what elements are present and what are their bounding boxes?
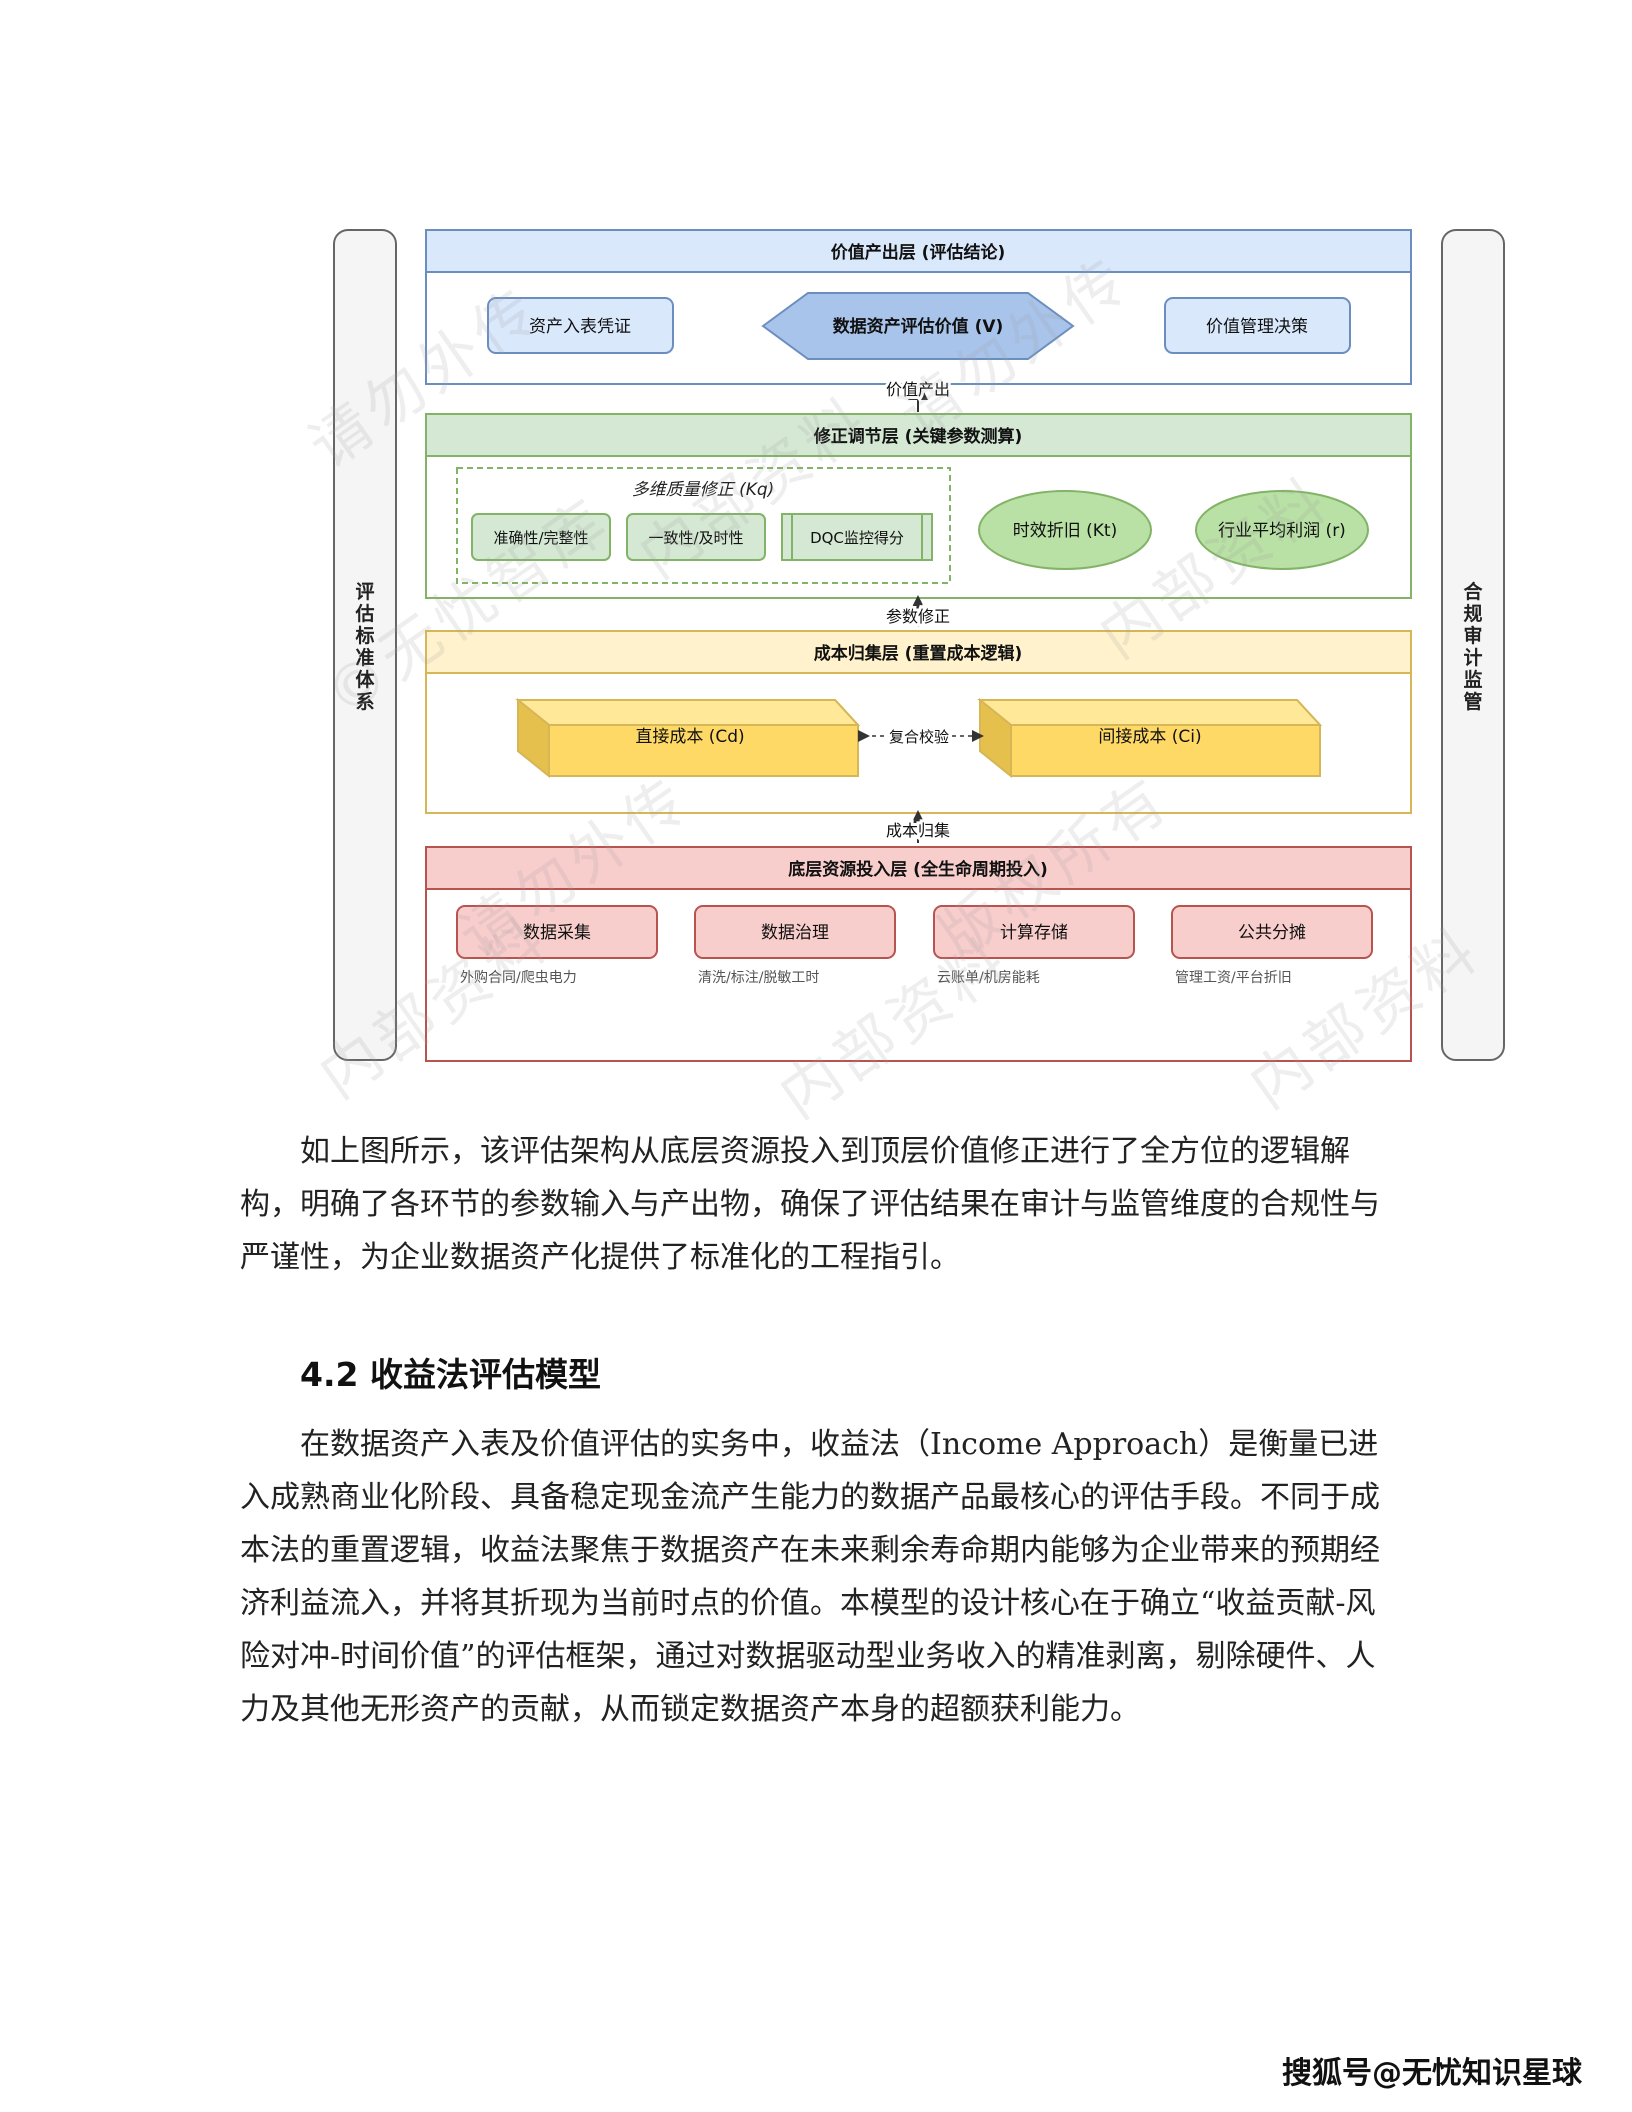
quality-correction-group-title: 多维质量修正 (Kq) — [632, 480, 775, 500]
consistency-timeliness-label: 一致性/及时性 — [648, 529, 743, 547]
shared-allocation-sub: 管理工资/平台折旧 — [1175, 970, 1292, 986]
compound-check-link: 复合校验 — [858, 725, 984, 749]
architecture-diagram: 评估标准体系 合规审计监管 价值产出层 (评估结论) 资产入表凭证 数据资产评估… — [333, 229, 1505, 1062]
arrow-parameter-correction: 参数修正 — [883, 595, 953, 629]
arrow-cost-collection-label: 成本归集 — [886, 821, 950, 840]
footer-source-label: 搜狐号@无忧知识星球 — [1282, 2056, 1582, 2091]
data-collection-label: 数据采集 — [523, 923, 591, 943]
section-heading: 4.2 收益法评估模型 — [300, 1355, 601, 1394]
right-side-bar-label-char: 审 — [1463, 624, 1482, 647]
indirect-cost-box: 间接成本 (Ci) — [977, 697, 1323, 779]
left-side-bar-label-char: 评 — [355, 581, 374, 603]
compound-check-label: 复合校验 — [889, 728, 949, 746]
value-management-decision-box — [1164, 297, 1351, 354]
correction-layer-title: 修正调节层 (关键参数测算) — [813, 426, 1022, 447]
arrow-cost-collection: 成本归集 — [883, 810, 953, 843]
value-layer-title: 价值产出层 (评估结论) — [831, 242, 1005, 263]
right-side-bar-label-char: 合 — [1463, 580, 1483, 603]
data-asset-value-label: 数据资产评估价值 (V) — [833, 316, 1004, 337]
cost-layer: 成本归集层 (重置成本逻辑) 直接成本 (Cd) 间接成本 (Ci) 复合校验 — [425, 630, 1412, 814]
shared-allocation-box — [1171, 905, 1373, 959]
industry-profit-ellipse — [1195, 490, 1369, 570]
data-governance-box — [694, 905, 896, 959]
time-depreciation-ellipse — [978, 490, 1152, 570]
asset-recognition-voucher-box — [487, 297, 674, 354]
industry-profit-label: 行业平均利润 (r) — [1218, 521, 1346, 541]
compute-storage-sub: 云账单/机房能耗 — [937, 970, 1040, 986]
body-paragraph-2: 在数据资产入表及价值评估的实务中，收益法（Income Approach）是衡量… — [240, 1427, 1380, 1727]
data-collection-box — [456, 905, 658, 959]
left-side-bar-label: 评估标准体系 — [354, 581, 375, 713]
right-side-bar-label-char: 管 — [1463, 690, 1482, 713]
data-governance-sub: 清洗/标注/脱敏工时 — [698, 970, 819, 986]
dqc-score-box — [781, 513, 933, 561]
right-side-bar: 合规审计监管 — [1441, 229, 1505, 1061]
direct-cost-label: 直接成本 (Cd) — [635, 727, 744, 747]
left-side-bar-label-char: 准 — [355, 647, 374, 669]
value-management-decision-label: 价值管理决策 — [1206, 317, 1308, 337]
right-side-bar-label: 合规审计监管 — [1463, 580, 1483, 713]
resource-layer: 底层资源投入层 (全生命周期投入) 数据采集 外购合同/爬虫电力 数据治理 清洗… — [425, 846, 1412, 1062]
time-depreciation-label: 时效折旧 (Kt) — [1013, 521, 1117, 541]
left-side-bar-label-char: 标 — [355, 625, 374, 647]
body-paragraph-1: 如上图所示，该评估架构从底层资源投入到顶层价值修正进行了全方位的逻辑解构，明确了… — [240, 1134, 1380, 1275]
compute-storage-box — [933, 905, 1135, 959]
left-side-bar: 评估标准体系 — [333, 229, 397, 1061]
right-side-bar-label-char: 规 — [1463, 602, 1482, 625]
indirect-cost-label: 间接成本 (Ci) — [1098, 727, 1201, 747]
resource-layer-title: 底层资源投入层 (全生命周期投入) — [788, 859, 1047, 880]
correction-layer: 修正调节层 (关键参数测算) 多维质量修正 (Kq) 准确性/完整性 一致性/及… — [425, 413, 1412, 599]
cost-layer-title: 成本归集层 (重置成本逻辑) — [814, 643, 1022, 664]
data-governance-label: 数据治理 — [761, 923, 829, 943]
left-side-bar-label-char: 体 — [355, 668, 375, 691]
data-collection-sub: 外购合同/爬虫电力 — [460, 970, 577, 986]
consistency-timeliness-box — [626, 513, 766, 561]
quality-correction-group — [456, 467, 951, 584]
accuracy-completeness-box — [471, 513, 611, 561]
arrow-value-output: 价值产出 — [883, 377, 953, 412]
value-output-layer: 价值产出层 (评估结论) 资产入表凭证 数据资产评估价值 (V) 价值管理决策 — [425, 229, 1412, 385]
accuracy-completeness-label: 准确性/完整性 — [493, 529, 588, 547]
direct-cost-box: 直接成本 (Cd) — [515, 697, 861, 779]
left-side-bar-label-char: 估 — [354, 602, 374, 625]
data-asset-value-hexagon — [761, 292, 1075, 360]
shared-allocation-label: 公共分摊 — [1238, 923, 1306, 943]
compute-storage-label: 计算存储 — [1000, 923, 1068, 943]
right-side-bar-label-char: 监 — [1463, 668, 1482, 691]
left-side-bar-label-char: 系 — [355, 691, 374, 713]
arrow-parameter-correction-label: 参数修正 — [886, 607, 950, 626]
right-side-bar-label-char: 计 — [1463, 647, 1482, 669]
arrow-value-output-label: 价值产出 — [886, 380, 950, 399]
dqc-score-label: DQC监控得分 — [810, 529, 904, 547]
asset-recognition-voucher-label: 资产入表凭证 — [529, 317, 631, 337]
